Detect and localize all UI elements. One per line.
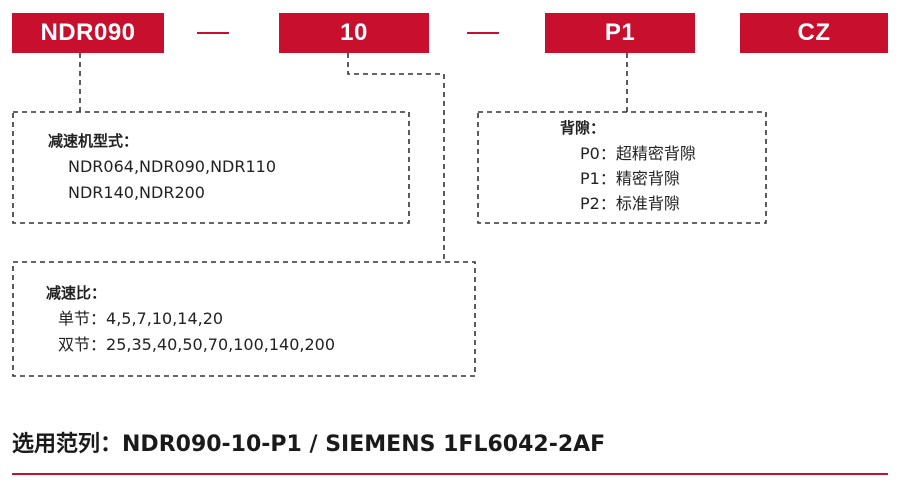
model-list-line-2: NDR140,NDR200 [68, 183, 205, 202]
ratio-info-box: 减速比： 单节：4,5,7,10,14,20 双节：25,35,40,50,70… [46, 280, 335, 358]
bottom-rule [12, 473, 888, 475]
backlash-item-desc: 超精密背隙 [615, 144, 696, 163]
backlash-box-border [477, 111, 767, 224]
ratio-connector [347, 53, 445, 262]
model-info-box: 减速机型式： NDR064,NDR090,NDR110 NDR140,NDR20… [48, 128, 276, 206]
ratio-code: 10 [340, 19, 368, 46]
backlash-info-box: 背隙： P0：超精密背隙 P1：精密背隙 P2：标准背隙 [560, 116, 696, 216]
backlash-item-code: P2 [580, 194, 600, 213]
example-label: 选用范列： [12, 432, 123, 457]
backlash-item: P0：超精密背隙 [580, 144, 696, 163]
separator-dash-1 [197, 32, 229, 34]
model-box-border [12, 111, 410, 224]
ratio-single-row: 单节：4,5,7,10,14,20 [46, 306, 335, 332]
backlash-item: P2：标准背隙 [580, 194, 680, 213]
backlash-item-desc: 标准背隙 [615, 194, 680, 213]
backlash-code-box: P1 [545, 13, 695, 53]
model-code-box: NDR090 [12, 13, 164, 53]
backlash-item-code: P0 [580, 144, 600, 163]
ratio-double-values: 25,35,40,50,70,100,140,200 [106, 335, 336, 354]
motor-code-box: CZ [740, 13, 888, 53]
model-code: NDR090 [40, 19, 136, 46]
backlash-code: P1 [604, 19, 636, 46]
backlash-box-title: 背隙： [560, 119, 606, 137]
ratio-code-box: 10 [279, 13, 429, 53]
selection-example: 选用范列：NDR090-10-P1 / SIEMENS 1FL6042-2AF [12, 426, 605, 458]
backlash-item: P1：精密背隙 [580, 169, 680, 188]
ratio-box-title: 减速比： [46, 284, 107, 302]
model-box-title: 减速机型式： [48, 132, 139, 150]
ratio-double-label: 双节： [58, 335, 107, 354]
ratio-single-values: 4,5,7,10,14,20 [106, 309, 224, 328]
ratio-single-label: 单节： [58, 309, 107, 328]
backlash-item-desc: 精密背隙 [615, 169, 680, 188]
motor-code: CZ [797, 19, 831, 46]
backlash-item-code: P1 [580, 169, 600, 188]
separator-dash-2 [467, 32, 499, 34]
example-value: NDR090-10-P1 / SIEMENS 1FL6042-2AF [122, 432, 606, 457]
ratio-double-row: 双节：25,35,40,50,70,100,140,200 [46, 332, 335, 358]
model-list-line-1: NDR064,NDR090,NDR110 [68, 157, 277, 176]
